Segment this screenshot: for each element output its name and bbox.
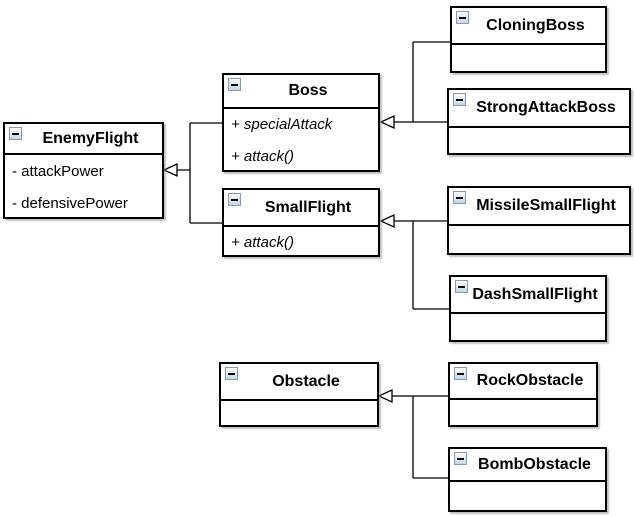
class-body: [449, 128, 629, 155]
class-header: Obstacle: [221, 364, 377, 401]
minus-glyph: [456, 196, 463, 199]
class-title: MissileSmallFlight: [476, 197, 616, 214]
class-cloningboss[interactable]: CloningBoss: [450, 6, 607, 73]
class-boss[interactable]: Boss + specialAttack + attack(): [222, 73, 380, 172]
class-header: BombObstacle: [450, 449, 605, 482]
class-header: EnemyFlight: [5, 124, 162, 155]
class-title: Boss: [288, 82, 328, 99]
collapse-minus-icon[interactable]: [228, 193, 241, 206]
minus-glyph: [458, 285, 465, 288]
collapse-minus-icon[interactable]: [454, 452, 467, 465]
class-title: Obstacle: [272, 372, 340, 390]
method-row: + attack(): [231, 233, 294, 251]
collapse-minus-icon[interactable]: [225, 367, 238, 380]
inheritance-connector-to-smallflight: [379, 213, 450, 310]
class-rockobstacle[interactable]: RockObstacle: [448, 362, 598, 427]
class-header: MissileSmallFlight: [449, 188, 629, 226]
class-bombobstacle[interactable]: BombObstacle: [448, 447, 607, 512]
class-header: DashSmallFlight: [451, 277, 605, 314]
class-strongattackboss[interactable]: StrongAttackBoss: [447, 88, 631, 155]
class-header: CloningBoss: [452, 8, 605, 45]
class-header: StrongAttackBoss: [449, 90, 629, 128]
minus-glyph: [231, 198, 238, 201]
class-missilesmallflight[interactable]: MissileSmallFlight: [447, 186, 631, 255]
collapse-minus-icon[interactable]: [453, 191, 466, 204]
class-title: EnemyFlight: [42, 129, 139, 147]
class-title: DashSmallFlight: [472, 285, 598, 303]
class-title: BombObstacle: [478, 455, 591, 473]
collapse-minus-icon[interactable]: [9, 127, 22, 140]
attribute-row: + specialAttack: [231, 116, 333, 134]
collapse-minus-icon[interactable]: [453, 93, 466, 106]
collapse-minus-icon[interactable]: [454, 367, 467, 380]
class-body: [451, 314, 605, 342]
class-body: [452, 45, 605, 73]
class-title: CloningBoss: [486, 16, 585, 34]
collapse-minus-icon[interactable]: [456, 11, 469, 24]
class-body: [449, 226, 629, 255]
class-body: [450, 482, 605, 512]
class-body: - attackPower - defensivePower: [5, 155, 162, 219]
inheritance-arrow-icon: [377, 388, 393, 404]
minus-glyph: [231, 83, 238, 86]
attribute-row: - attackPower: [12, 162, 104, 180]
class-title: SmallFlight: [264, 198, 352, 216]
minus-glyph: [457, 372, 464, 375]
class-title: StrongAttackBoss: [476, 99, 616, 116]
inheritance-connector-to-enemyflight: [162, 122, 223, 224]
class-header: RockObstacle: [450, 364, 596, 400]
collapse-minus-icon[interactable]: [228, 78, 241, 91]
minus-glyph: [457, 457, 464, 460]
inheritance-connector-to-boss: [379, 41, 451, 130]
class-header: SmallFlight: [224, 190, 378, 227]
collapse-minus-icon[interactable]: [455, 280, 468, 293]
inheritance-arrow-icon: [379, 213, 395, 229]
method-row: + attack(): [231, 147, 294, 165]
inheritance-connector-to-obstacle: [377, 388, 449, 479]
class-body: + attack(): [224, 227, 378, 257]
minus-glyph: [459, 16, 466, 19]
class-dashsmallflight[interactable]: DashSmallFlight: [449, 275, 607, 342]
class-body: [221, 401, 377, 427]
inheritance-arrow-icon: [162, 162, 178, 178]
class-obstacle[interactable]: Obstacle: [219, 362, 379, 427]
class-header: Boss: [224, 75, 378, 109]
minus-glyph: [456, 98, 463, 101]
class-title: RockObstacle: [476, 372, 584, 389]
class-enemyflight[interactable]: EnemyFlight - attackPower - defensivePow…: [3, 122, 164, 219]
attribute-row: - defensivePower: [12, 194, 128, 212]
minus-glyph: [12, 132, 19, 135]
class-body: [450, 400, 596, 427]
minus-glyph: [228, 372, 235, 375]
class-body: + specialAttack + attack(): [224, 109, 378, 172]
class-smallflight[interactable]: SmallFlight + attack(): [222, 188, 380, 257]
inheritance-arrow-icon: [379, 114, 395, 130]
